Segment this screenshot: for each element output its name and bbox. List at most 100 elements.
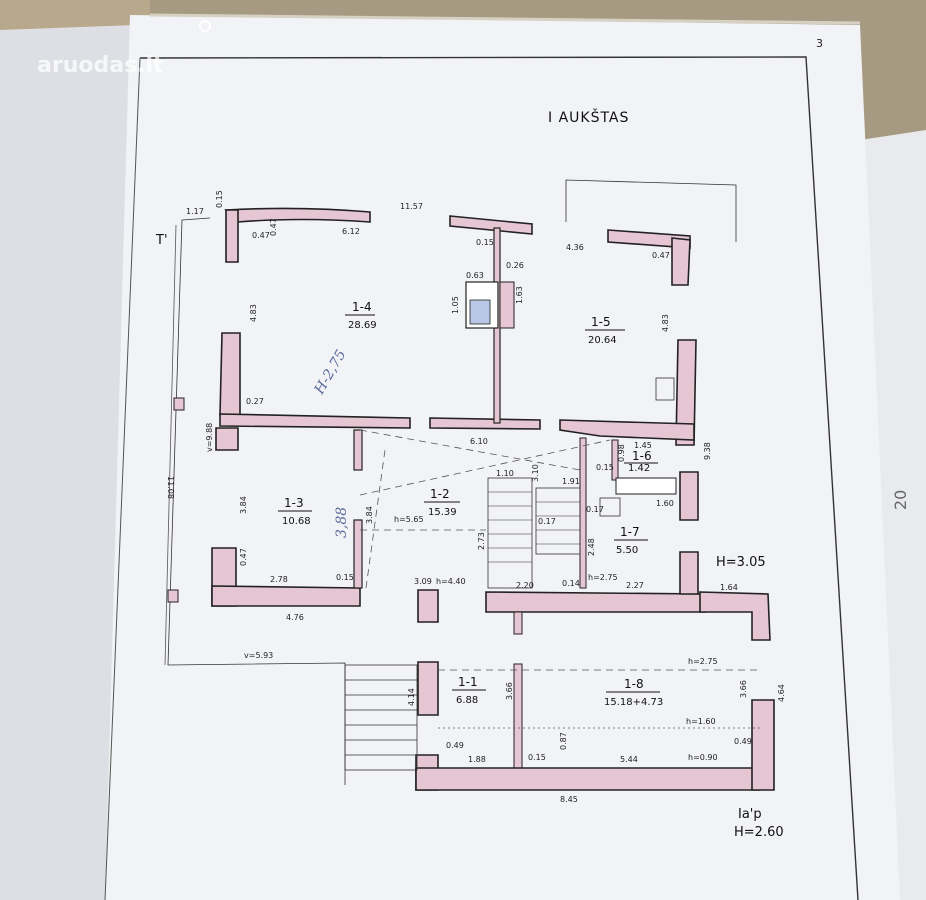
wall-segment xyxy=(679,551,699,595)
wall-segment xyxy=(224,207,371,223)
dimension: 2.48 xyxy=(587,538,596,556)
dimension: 0.49 xyxy=(446,741,464,750)
dimension: 0.47 xyxy=(239,548,248,566)
room-1-2: 1-2 15.39 xyxy=(424,487,460,518)
dimension: 3.66 xyxy=(505,682,514,700)
wall-segment xyxy=(485,591,707,613)
dimension: 3.84 xyxy=(365,506,374,524)
dimension: h=4.40 xyxy=(436,577,466,586)
room-1-5: 1-5 20.64 xyxy=(585,315,625,346)
dimension: 4.64 xyxy=(777,684,786,702)
dimension: 0.26 xyxy=(506,261,524,270)
room-area: 6.88 xyxy=(456,695,478,706)
dimension: 0.47 xyxy=(652,251,670,260)
dimension: h=0.90 xyxy=(688,753,718,762)
dimension: 1.64 xyxy=(720,583,738,592)
dimension: 0.15 xyxy=(596,463,614,472)
level-code: Ia'p xyxy=(738,807,762,822)
wall-segment xyxy=(751,699,775,791)
handwritten-dimension: 3,88 xyxy=(334,507,350,538)
dimension: 8.45 xyxy=(560,795,578,804)
room-id: 1-4 xyxy=(352,300,372,314)
dimension: 6.12 xyxy=(342,227,360,236)
dimension: 1.63 xyxy=(515,286,524,304)
dimension: 0.47 xyxy=(269,218,278,236)
wall-segment xyxy=(449,215,533,235)
room-area: 1.42 xyxy=(628,463,650,474)
dimension: 3.09 xyxy=(414,577,432,586)
dimension: 0.27 xyxy=(246,397,264,406)
dimension: 4.83 xyxy=(661,314,670,332)
wall-segment xyxy=(219,332,241,416)
wall-segment xyxy=(611,439,619,481)
dimension: 1.17 xyxy=(186,207,204,216)
wall-segment xyxy=(415,767,761,791)
dimension: 0.15 xyxy=(528,753,546,762)
dimension: 11.57 xyxy=(400,202,423,211)
dimension: 2.78 xyxy=(270,575,288,584)
dashed-line xyxy=(359,439,611,496)
wall-segment xyxy=(429,417,541,430)
room-1-6: 1-6 1.42 xyxy=(624,449,658,474)
dimension-labels: 1.17 0.15 11.57 0.47 0.47 6.12 0.15 0.26… xyxy=(166,190,786,804)
room-area: 20.64 xyxy=(588,335,617,346)
dimension: 2.20 xyxy=(516,581,534,590)
floor-title: I AUKŠTAS xyxy=(548,108,629,126)
terrace-outline xyxy=(565,179,737,242)
site-outline-inner xyxy=(164,224,177,666)
main-height: H=3.05 xyxy=(716,555,766,570)
room-id: 1-1 xyxy=(458,675,478,689)
wall-segment xyxy=(559,419,695,441)
room-area: 28.69 xyxy=(348,320,377,331)
dimension: 3.84 xyxy=(239,496,248,514)
room-id: 1-6 xyxy=(632,449,652,463)
column-marker xyxy=(167,589,179,603)
dimension: 0.15 xyxy=(336,573,354,582)
dimension: h=2.75 xyxy=(588,573,618,582)
wall-segment xyxy=(211,585,361,607)
dimension: 11.08 xyxy=(166,476,175,499)
wall-segment xyxy=(417,589,439,623)
dimension: 2.73 xyxy=(477,532,486,550)
wall-segment xyxy=(225,209,239,263)
page-frame-left xyxy=(104,57,141,900)
room-1-8: 1-8 15.18+4.73 xyxy=(604,677,663,708)
dimension: 4.83 xyxy=(249,304,258,322)
page-number: 3 xyxy=(816,37,823,50)
dimension: 6.10 xyxy=(470,437,488,446)
dimension: 0.47 xyxy=(252,231,270,240)
dimension: 1.10 xyxy=(496,469,514,478)
wall-segment xyxy=(679,471,699,521)
dimension: 0.49 xyxy=(734,737,752,746)
page-edge xyxy=(149,13,861,25)
column-marker xyxy=(173,397,185,411)
dimension: 1.45 xyxy=(634,441,652,450)
room-area: 15.18+4.73 xyxy=(604,697,663,708)
stair-steps-outside xyxy=(344,664,418,771)
sheet-number: 20 xyxy=(891,490,910,510)
room-area: 15.39 xyxy=(428,507,457,518)
dimension: v=5.93 xyxy=(244,651,273,660)
dimension: 1.60 xyxy=(656,499,674,508)
watermark-text: aruodas.lt xyxy=(37,53,164,78)
dimension: h=2.75 xyxy=(688,657,718,666)
dimension: 4.14 xyxy=(407,688,416,706)
dimension: 5.44 xyxy=(620,755,638,764)
radiator-icon xyxy=(655,377,675,401)
dimension: v=9.88 xyxy=(205,423,214,452)
wall-segment xyxy=(353,519,363,589)
dimension: 0.14 xyxy=(562,579,580,588)
dimension: h=5.65 xyxy=(394,515,424,524)
mark-t: T' xyxy=(155,233,168,248)
room-1-4: 1-4 28.69 xyxy=(345,300,377,331)
stair-steps-inside xyxy=(487,477,581,589)
room-id: 1-3 xyxy=(284,496,304,510)
room-area: 10.68 xyxy=(282,516,311,527)
dimension: 1.91 xyxy=(562,477,580,486)
kitchen-counter xyxy=(615,477,677,495)
room-id: 1-7 xyxy=(620,525,640,539)
wall-segment xyxy=(675,339,697,446)
dimension: 1.05 xyxy=(451,296,460,314)
